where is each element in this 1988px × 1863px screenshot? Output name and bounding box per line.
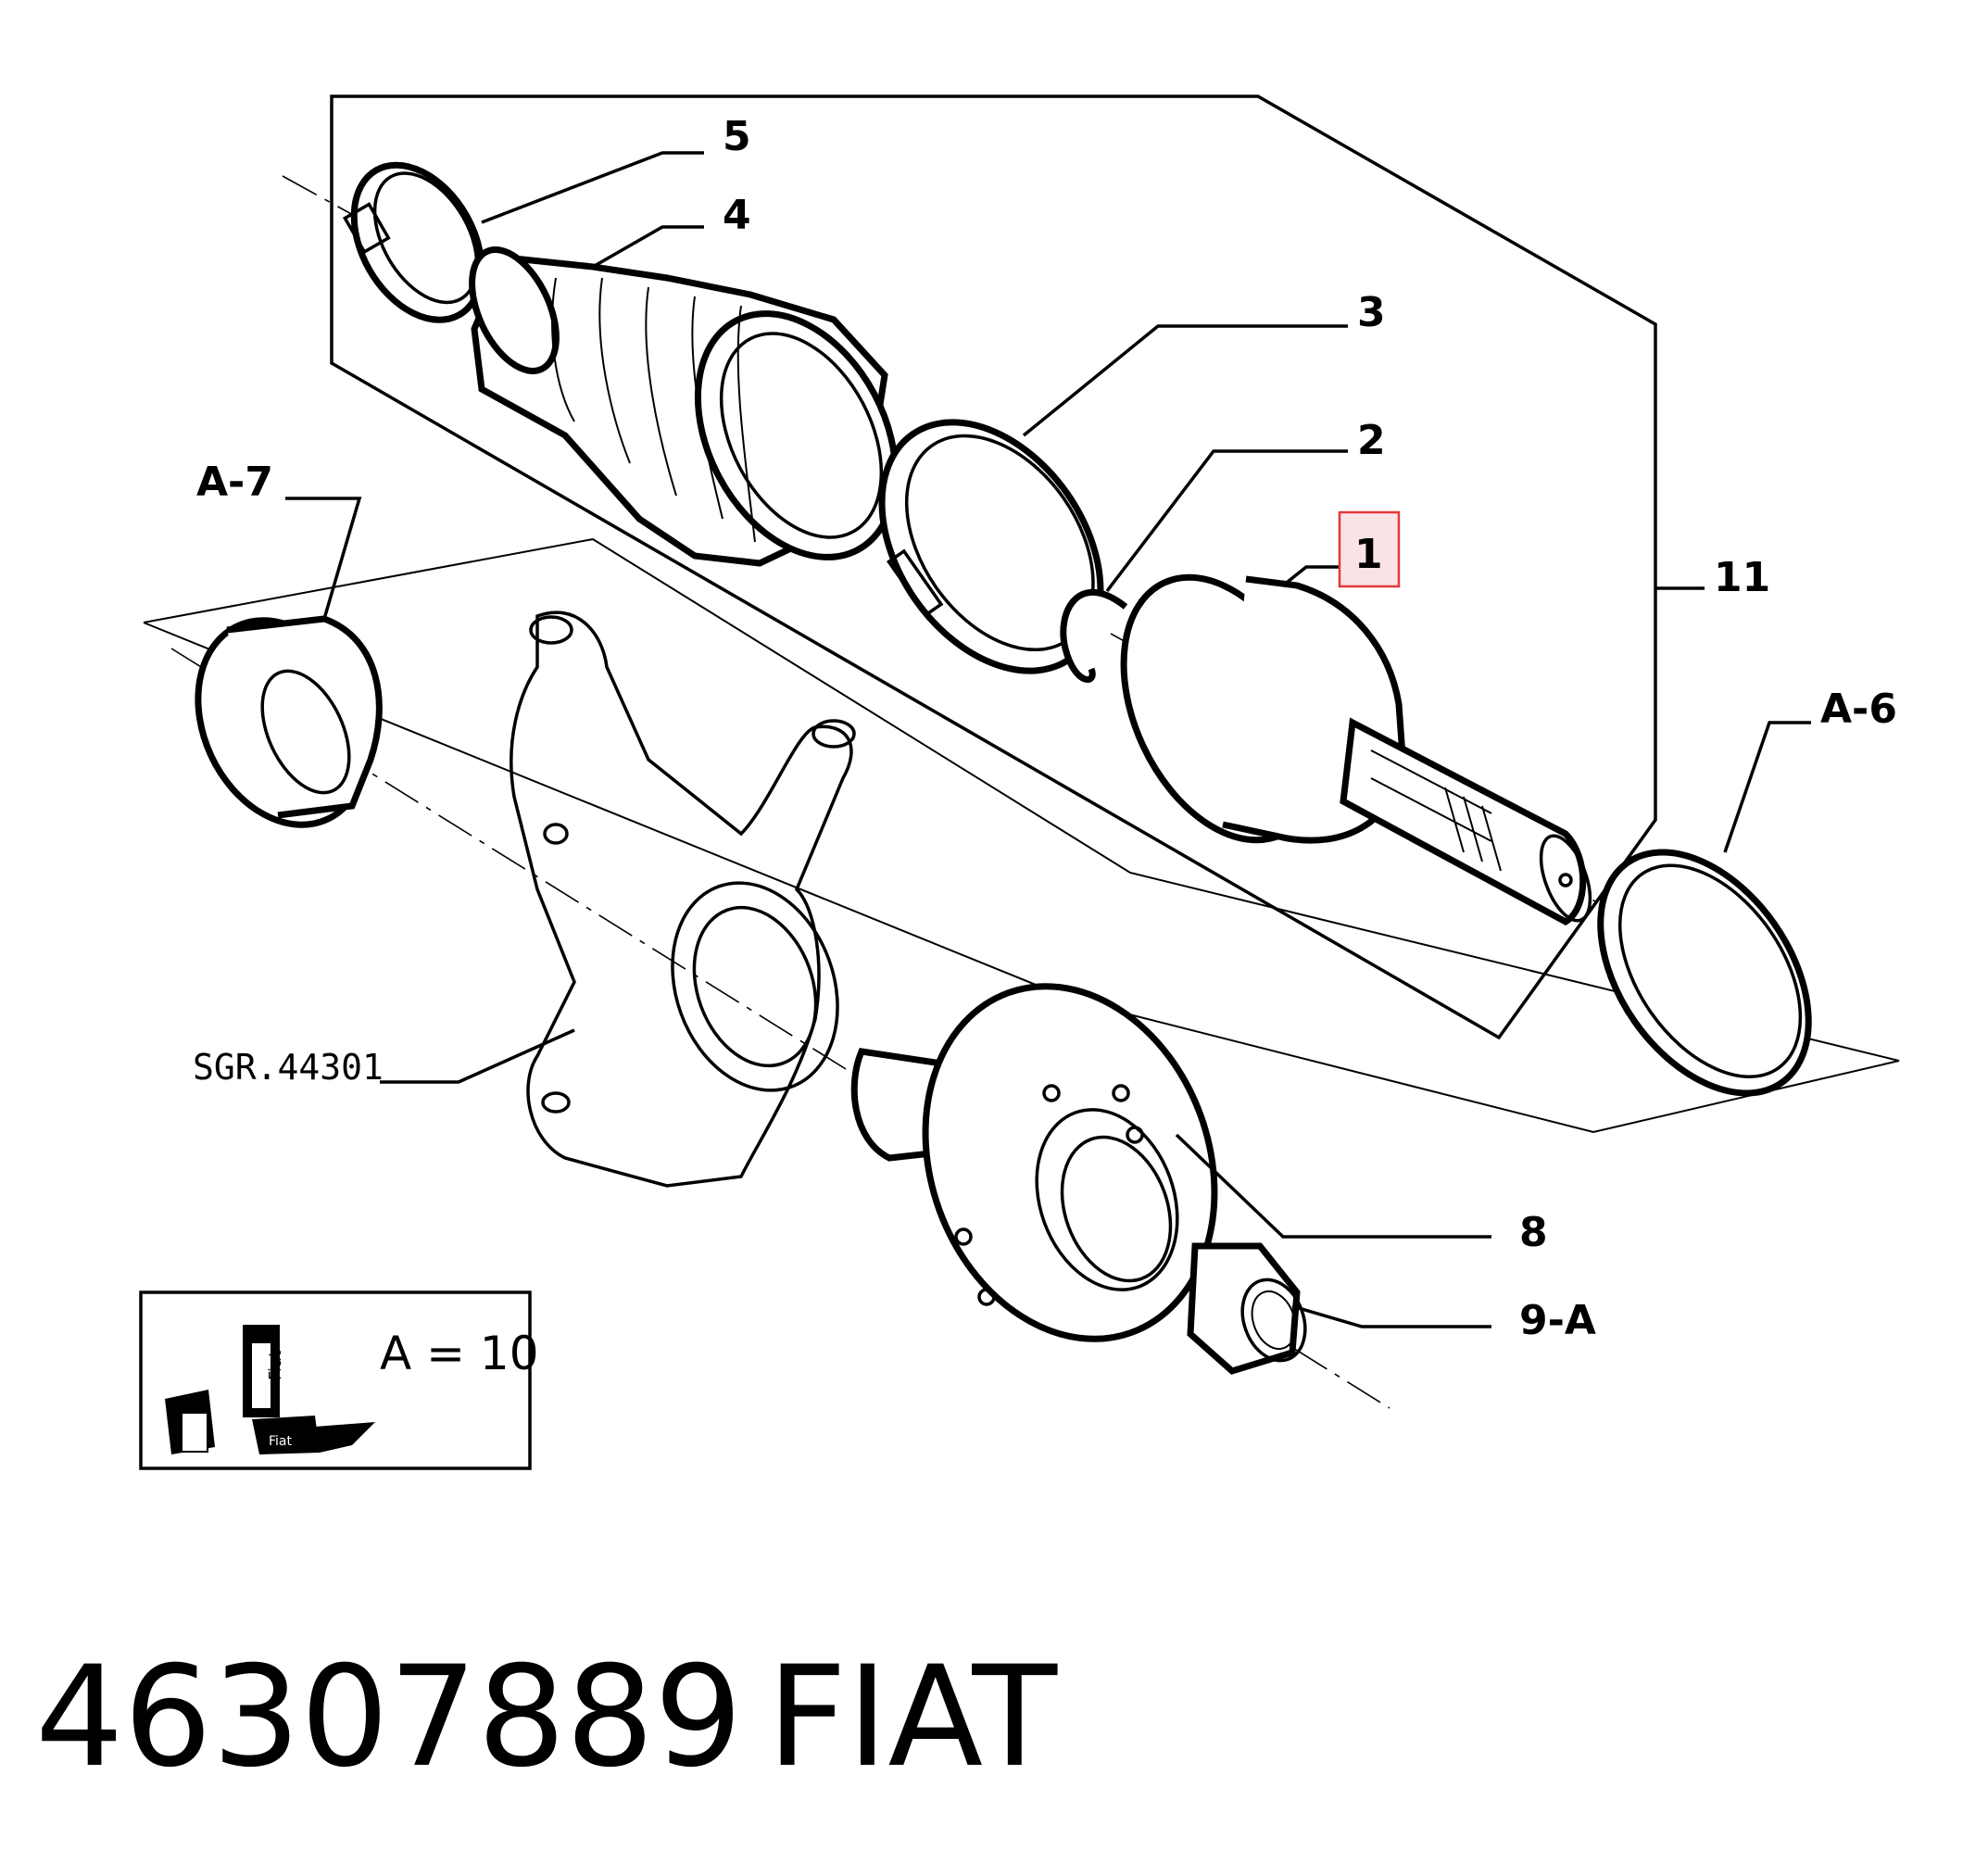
box-label: Fiat bbox=[269, 1434, 293, 1449]
clamp-band-small[interactable] bbox=[328, 143, 508, 343]
label-9a[interactable]: 9-A bbox=[1519, 1297, 1596, 1344]
leader-9a bbox=[1291, 1304, 1491, 1328]
label-ref: SGR.44301 bbox=[193, 1047, 384, 1088]
tube-label: Fiat bbox=[266, 1351, 285, 1380]
leader-3 bbox=[1022, 324, 1348, 437]
leader-5 bbox=[481, 151, 704, 224]
brand-name: FIAT bbox=[767, 1637, 1058, 1798]
cv-boot[interactable] bbox=[455, 236, 936, 591]
kit-formula: A = 10 bbox=[380, 1327, 539, 1380]
steering-knuckle bbox=[510, 611, 856, 1188]
ring-a6[interactable] bbox=[1557, 813, 1851, 1131]
label-11[interactable]: 11 bbox=[1714, 554, 1770, 601]
leader-8 bbox=[1175, 1133, 1491, 1239]
label-a7[interactable]: A-7 bbox=[196, 459, 273, 506]
leader-1 bbox=[1281, 565, 1343, 587]
circlip[interactable] bbox=[1060, 589, 1128, 683]
highlight-box bbox=[1338, 510, 1401, 588]
wheel-hub[interactable] bbox=[850, 945, 1262, 1379]
label-5[interactable]: 5 bbox=[723, 113, 751, 160]
cv-joint[interactable] bbox=[1085, 546, 1601, 927]
label-8[interactable]: 8 bbox=[1519, 1209, 1548, 1256]
label-a6[interactable]: A-6 bbox=[1820, 686, 1897, 733]
leader-ref bbox=[380, 1028, 575, 1084]
label-3[interactable]: 3 bbox=[1357, 289, 1386, 336]
part-number: 46307889 bbox=[35, 1637, 742, 1798]
kit-outline bbox=[330, 94, 1657, 1040]
label-2[interactable]: 2 bbox=[1357, 417, 1386, 464]
clamp-band-large[interactable] bbox=[837, 381, 1146, 711]
leader-4 bbox=[592, 225, 704, 269]
axis-line-bearing bbox=[170, 648, 1390, 1409]
leader-2 bbox=[1105, 449, 1348, 593]
leader-a7 bbox=[285, 497, 362, 620]
leader-a6 bbox=[1723, 721, 1811, 853]
wheel-bearing[interactable] bbox=[166, 593, 398, 852]
lubricant-kit-icon: Fiat Fiat bbox=[165, 1325, 375, 1454]
label-1[interactable]: 1 bbox=[1354, 531, 1383, 578]
label-4[interactable]: 4 bbox=[723, 192, 751, 239]
kit-box: Fiat Fiat A = 10 bbox=[139, 1290, 539, 1470]
